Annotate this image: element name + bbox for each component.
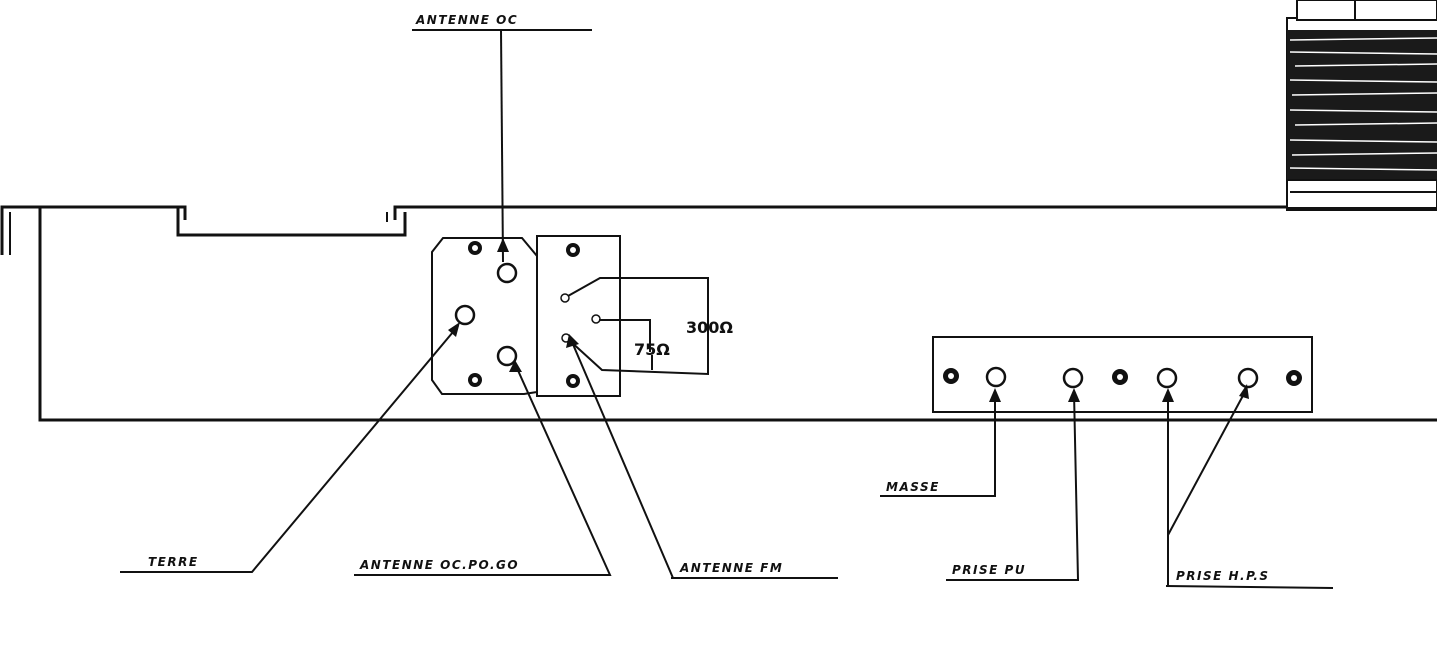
label-antenne-oc-po-go: ANTENNE OC.PO.GO bbox=[359, 558, 519, 572]
terminal-hp bbox=[1156, 367, 1178, 389]
chassis-outline bbox=[0, 205, 1437, 422]
antenna-plate bbox=[431, 237, 538, 395]
label-antenne-oc: ANTENNE OC bbox=[415, 13, 518, 27]
terminal-oc-po-go bbox=[496, 345, 518, 367]
terminal-hp-2 bbox=[1237, 367, 1259, 389]
impedance-300-label: 300Ω bbox=[686, 318, 733, 337]
leader-lines bbox=[120, 29, 1334, 589]
fm-plate bbox=[536, 235, 709, 397]
label-prise-pu: PRISE PU bbox=[952, 563, 1026, 577]
label-masse: MASSE bbox=[886, 480, 940, 494]
label-prise-hp: PRISE H.P.S bbox=[1176, 569, 1270, 583]
label-antenne-fm: ANTENNE FM bbox=[679, 561, 783, 575]
impedance-75-label: 75Ω bbox=[634, 340, 670, 359]
terminal-masse bbox=[985, 366, 1007, 388]
terminal-oc bbox=[496, 262, 518, 284]
terminal-pu bbox=[1062, 367, 1084, 389]
terminal-terre bbox=[454, 304, 476, 326]
connector-strip bbox=[932, 336, 1313, 413]
chassis-lip bbox=[9, 212, 388, 255]
transformer-block bbox=[1286, 0, 1437, 211]
label-terre: TERRE bbox=[148, 555, 199, 569]
